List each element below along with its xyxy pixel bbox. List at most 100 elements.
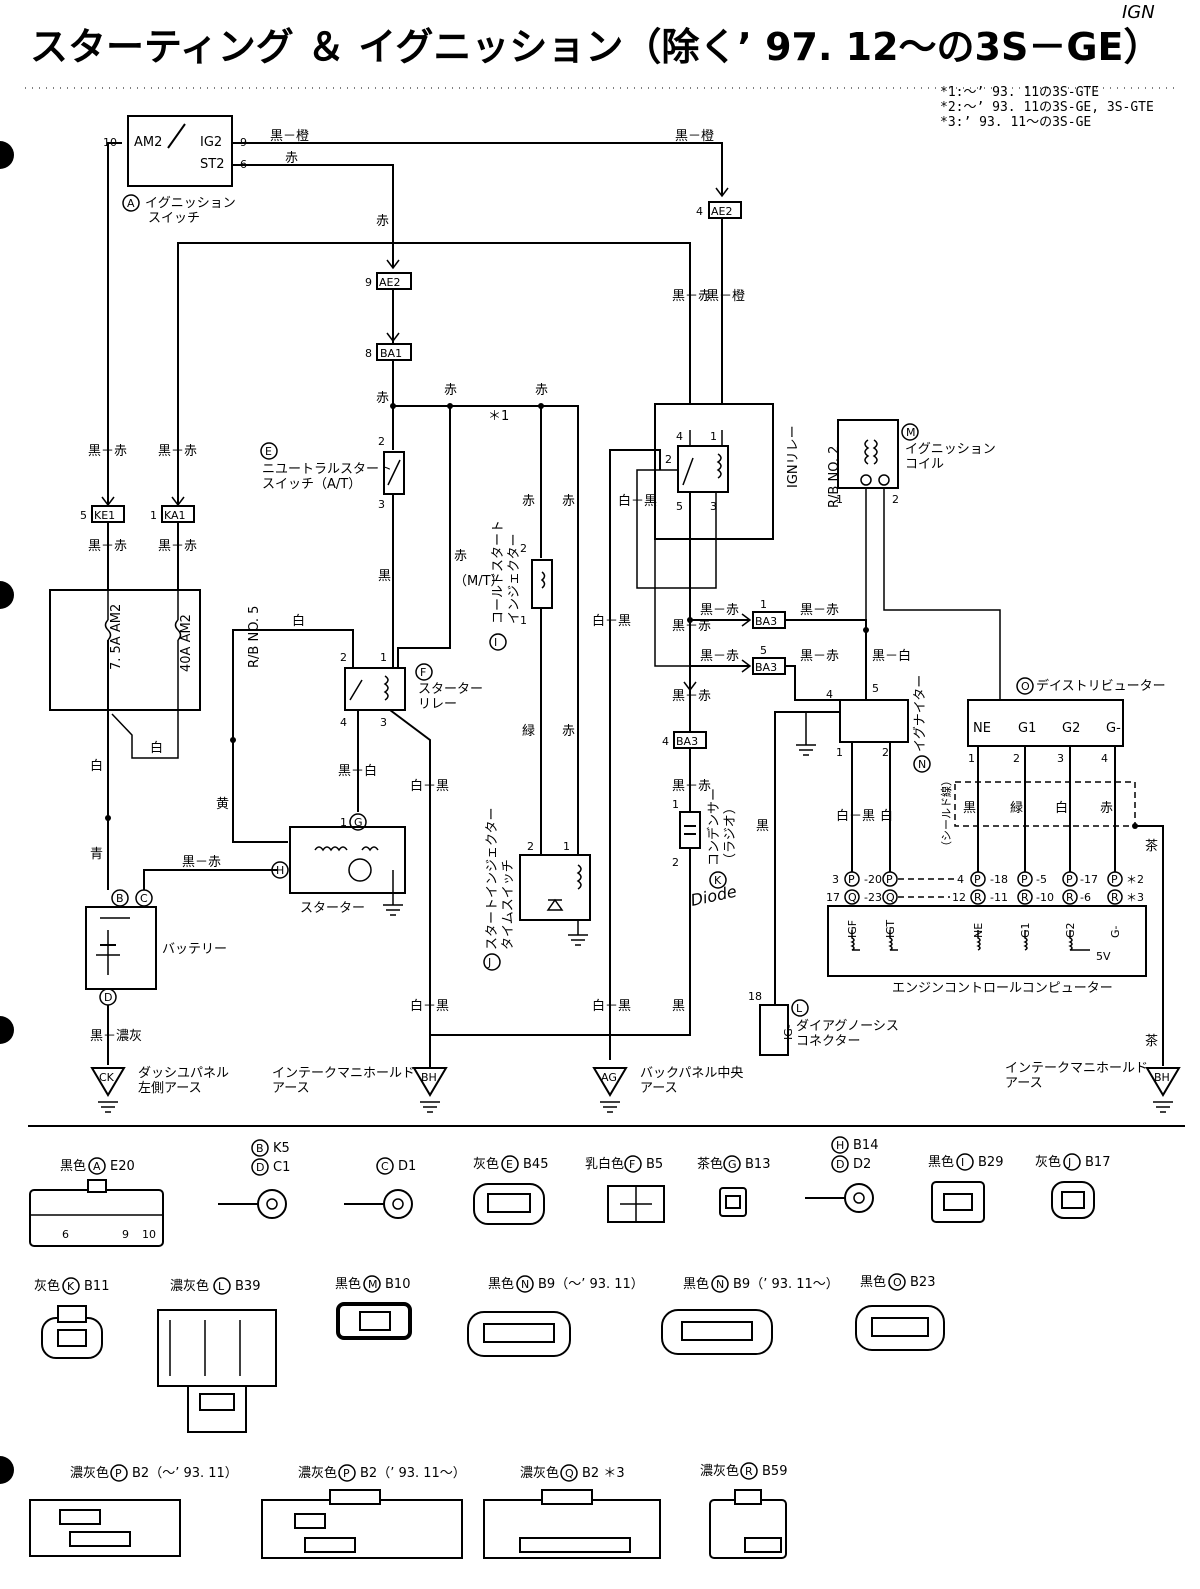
legend-color: 濃灰色 [70,1465,109,1481]
wire-label: 黒－白 [872,648,911,664]
legend-code: B9（～’ 93. 11） [538,1277,644,1292]
svg-text:17: 17 [826,891,840,904]
wire-label: 黒－橙 [675,129,714,144]
binder-hole [0,1016,14,1044]
legend-code: C1 [273,1160,290,1175]
note-1: *1:～’ 93. 11の3S-GTE [940,85,1099,100]
legend-item: 乳白色 F B5 [585,1155,665,1223]
svg-text:Q: Q [848,891,857,904]
wire-label: 黒－赤 [700,649,739,664]
ecu-pin-igf: IGF [846,920,859,938]
svg-text:-11: -11 [990,891,1008,904]
legend-item: 濃灰色 L B39 [157,1277,277,1433]
distributor-label: デイストリビューター [1036,678,1166,694]
legend-letter: H [836,1139,844,1152]
wire-label: 赤 [444,383,457,398]
svg-text:6: 6 [62,1228,69,1241]
wire-label: 黒－赤 [672,779,711,794]
legend-code: B29 [978,1155,1003,1170]
legend-color: 灰色 [473,1156,499,1172]
svg-text:2: 2 [527,840,534,853]
wire-label: 赤 [522,494,535,509]
svg-text:-23: -23 [864,891,882,904]
legend-letter: F [629,1158,635,1171]
shield-label: （シールド線） [939,775,953,852]
svg-text:9: 9 [365,276,372,289]
wire-label: 黒－赤 [88,444,127,459]
svg-text:1: 1 [760,598,767,611]
legend-item: 灰色 J B17 [1035,1153,1110,1219]
ground-bh-2: BH インテークマニホールド アース [1005,1061,1181,1113]
wire-label: 黒 [378,569,391,584]
dist-pin-gm: G- [1106,721,1121,736]
legend-letter: P [343,1467,350,1480]
wire-label: 白 [1055,800,1068,816]
wire-label: 赤 [1100,801,1113,816]
svg-text:1: 1 [150,509,157,522]
ground-ag: AG バックパネル中央 アース [592,1066,743,1113]
starter-relay-label-2: リレー [418,697,457,712]
component-letter-c: C [140,892,148,905]
svg-text:1: 1 [672,798,679,811]
svg-text:2: 2 [378,435,385,448]
wire-label: 赤 [454,549,467,564]
wire-label: 黒－赤 [800,603,839,618]
ignition-switch-label: イグニッション [145,196,236,211]
connector-ba3: BA3 [755,615,777,628]
ecu-pin-row-p: 3 P -20 P 4 P -18 P -5 P -17 P ＊2 [832,871,1144,887]
svg-text:5: 5 [760,644,767,657]
legend-letter: J [1067,1156,1071,1169]
svg-text:＊2: ＊2 [1126,873,1144,886]
handwritten-note: Diode [689,882,739,910]
wire-label: 白－黒 [592,613,631,629]
fuse-40a: 40A AM2 [179,614,194,672]
svg-text:3: 3 [378,498,385,511]
svg-text:1: 1 [968,752,975,765]
diag-pin-ig: IG- [782,1024,795,1040]
wire-label: 茶 [1145,1033,1158,1049]
note-3: *3:’ 93. 11～の3S-GE [940,115,1091,130]
svg-text:5: 5 [676,500,683,513]
wire-note: ＊1 [488,409,509,424]
ecu-pin-gm: G- [1109,925,1122,938]
legend-code: E20 [110,1159,135,1174]
connector-ba3: BA3 [676,735,698,748]
svg-text:-5: -5 [1036,873,1047,886]
wire-label: 白－黒 [410,998,449,1014]
legend-letter: N [521,1278,529,1291]
svg-text:P: P [974,873,981,886]
legend-code: B5 [646,1157,663,1172]
svg-text:P: P [848,873,855,886]
wire-label: 黒－赤 [800,649,839,664]
svg-text:8: 8 [365,347,372,360]
svg-text:9: 9 [122,1228,129,1241]
relay-block-5: 7. 5A AM2 40A AM2 R/B NO. 5 [49,589,262,711]
connector-ae2: AE2 [379,276,400,289]
ecu-label: エンジンコントロールコンピューター [892,981,1113,996]
legend-color: 濃灰色 [298,1465,337,1481]
legend-letter: E [506,1158,513,1171]
svg-text:3: 3 [380,716,387,729]
legend-code: B14 [853,1138,878,1153]
wire-label: 黒－赤 [88,539,127,554]
wire-label: 黒－赤 [672,689,711,704]
legend-item: 濃灰色 P B2（’ 93. 11～） [261,1464,466,1559]
svg-text:R: R [1111,891,1119,904]
svg-text:4: 4 [662,735,669,748]
legend-letter: C [381,1160,389,1173]
legend-item: 濃灰色 Q B2 ＊3 [483,1464,661,1559]
legend-letter: Q [565,1467,574,1480]
ground-name-2: 左側アース [138,1081,202,1096]
legend-item: H B14 D D2 [805,1136,878,1213]
legend-code: K5 [273,1141,290,1156]
battery-label: バッテリー [162,942,227,957]
legend-color: 黒色 [860,1274,886,1290]
legend-code: D2 [853,1157,871,1172]
legend-item: 黒色 I B29 [928,1153,1003,1223]
starter-relay: 2 1 4 3 F スターター リレー [340,651,483,729]
component-letter-o: O [1021,680,1030,693]
legend-code: B59 [762,1464,787,1479]
ign-relay: 4 1 2 5 3 IGNリレー R/B NO. 2 [654,403,842,540]
